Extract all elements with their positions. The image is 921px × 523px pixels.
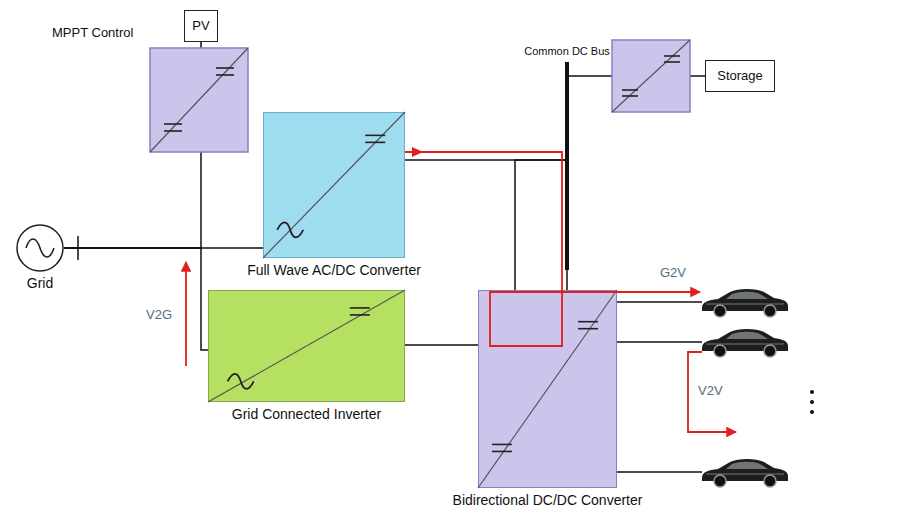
- control-label: MPPT Control: [52, 26, 133, 41]
- dc-bus: Common DC Bus: [565, 62, 569, 270]
- node-label: Storage: [717, 69, 763, 84]
- v2v-flow-arrow: [688, 352, 736, 432]
- acdc-converter: Full Wave AC/DC Converter: [263, 112, 405, 258]
- flow-label: G2V: [660, 266, 686, 281]
- converter-symbol: [208, 290, 405, 402]
- pv-source-box: PV: [184, 10, 218, 42]
- node-label: Bidirectional DC/DC Converter: [453, 492, 643, 508]
- node-label: Full Wave AC/DC Converter: [247, 262, 421, 278]
- storage-box: Storage: [705, 60, 775, 92]
- node-label: PV: [192, 19, 209, 34]
- wire-connector: [566, 270, 568, 290]
- v2g-flow-arrow: [185, 262, 187, 366]
- vehicle-icon: [702, 329, 788, 357]
- vehicle-wires: [617, 302, 702, 472]
- converter-symbol: [478, 290, 617, 488]
- vehicle-icon: [702, 459, 788, 487]
- ellipsis-dots: [810, 390, 814, 414]
- vehicle-icon: [702, 289, 788, 317]
- storage-converter: [612, 40, 690, 112]
- bus-tick: [77, 236, 79, 260]
- inverter-box: Grid Connected Inverter: [208, 290, 405, 402]
- node-label: Grid Connected Inverter: [232, 406, 381, 422]
- node-label: Common DC Bus: [524, 45, 610, 58]
- flow-label: V2V: [698, 384, 723, 399]
- pv-converter: [150, 48, 248, 152]
- dcdc-converter: Bidirectional DC/DC Converter: [478, 290, 617, 488]
- source-circle: [16, 224, 64, 272]
- converter-symbol: [263, 112, 405, 258]
- grid-source: Grid: [16, 224, 64, 272]
- flow-label: V2G: [146, 308, 172, 323]
- flow-arrowhead: [412, 147, 423, 157]
- node-label: Grid: [27, 275, 53, 291]
